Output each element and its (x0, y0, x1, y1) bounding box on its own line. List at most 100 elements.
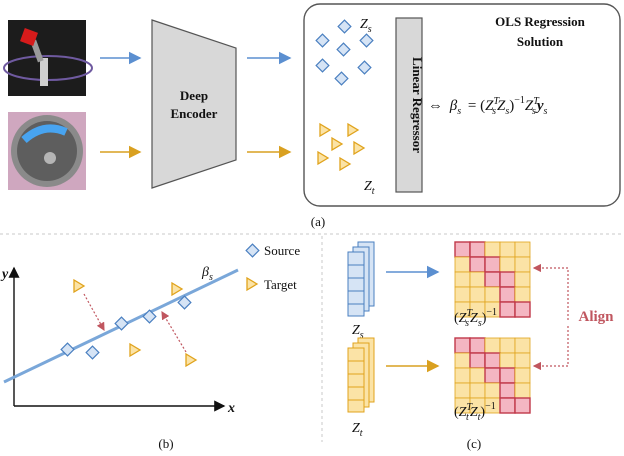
matrix-cell-highlighted (454, 337, 471, 354)
source-point (114, 316, 129, 331)
caption-b: (b) (158, 436, 173, 451)
encoder-label-line2: Encoder (171, 106, 218, 121)
matrix-cell-highlighted (514, 397, 531, 414)
target-triangle (353, 140, 366, 156)
legend-source-label: Source (264, 243, 300, 258)
source-point (60, 342, 75, 357)
source-diamond (357, 60, 372, 75)
source-covariance-matrix (454, 241, 531, 318)
matrix-cell (499, 256, 516, 273)
zt-stack-label: Zt (352, 421, 363, 439)
source-points (60, 295, 192, 360)
zs-stack-label: Zs (352, 323, 364, 341)
beta-label: βs (201, 265, 213, 283)
matrix-cell (454, 256, 471, 273)
target-triangle (339, 156, 352, 172)
source-diamond (315, 58, 330, 73)
matrix-cell-highlighted (499, 397, 516, 414)
source-point (142, 309, 157, 324)
matrix-cell (454, 352, 471, 369)
align-arrow-top (532, 263, 569, 320)
matrix-cell-highlighted (469, 337, 486, 354)
matrix-cell (514, 241, 531, 258)
legend-source-marker (245, 243, 260, 258)
encoder-label-line1: Deep (180, 88, 208, 103)
source-diamond (315, 33, 330, 48)
matrix-cell (469, 271, 486, 288)
source-point (177, 295, 192, 310)
caption-c: (c) (467, 436, 481, 451)
matrix-cell-highlighted (484, 271, 501, 288)
matrix-cell (454, 382, 471, 399)
matrix-cell-highlighted (499, 382, 516, 399)
zt-label: Zt (364, 179, 375, 197)
matrix-cell-highlighted (499, 286, 516, 303)
matrix-cell-highlighted (469, 352, 486, 369)
input-image-robot-arm (3, 20, 93, 96)
matrix-cell (469, 367, 486, 384)
panel-b: y x βs Source Target (b) (0, 243, 300, 451)
linear-regressor-label: Linear Regressor (410, 57, 425, 153)
matrix-cell-highlighted (499, 367, 516, 384)
matrix-cell-highlighted (514, 301, 531, 318)
target-point (171, 281, 184, 297)
matrix-cell (499, 352, 516, 369)
zt-feature-stack (347, 337, 375, 413)
matrix-cell-highlighted (454, 241, 471, 258)
matrix-cell (469, 286, 486, 303)
matrix-cell (514, 382, 531, 399)
target-point (129, 342, 142, 358)
matrix-cell (514, 256, 531, 273)
matrix-cell-highlighted (499, 301, 516, 318)
matrix-cell (514, 286, 531, 303)
x-axis-label: x (227, 401, 235, 416)
source-diamond (336, 42, 351, 57)
matrix-cell (454, 286, 471, 303)
caption-a: (a) (311, 214, 325, 229)
ols-title-line2: Solution (517, 34, 564, 49)
source-features (315, 19, 374, 86)
target-point (185, 352, 198, 368)
matrix-cell (454, 271, 471, 288)
target-point (73, 278, 86, 294)
shift-arrow (83, 293, 105, 332)
align-arrow-bottom (532, 326, 569, 371)
matrix-cell-highlighted (469, 256, 486, 273)
matrix-cell-highlighted (484, 367, 501, 384)
matrix-cell-highlighted (484, 256, 501, 273)
align-label: Align (578, 309, 614, 325)
zs-label: Zs (360, 17, 372, 35)
matrix-cell (484, 286, 501, 303)
panel-a: Deep Encoder Zs Zt Line (3, 3, 621, 229)
matrix-cell (469, 382, 486, 399)
matrix-cell-highlighted (499, 271, 516, 288)
legend-target-label: Target (264, 277, 297, 292)
source-point (85, 345, 100, 360)
target-features (317, 122, 366, 172)
target-points (73, 278, 198, 368)
matrix-cell (484, 337, 501, 354)
ols-title-line1: OLS Regression (495, 14, 585, 29)
linear-regressor-block (395, 17, 423, 193)
matrix-cell (514, 337, 531, 354)
matrix-cell (454, 367, 471, 384)
source-diamond (334, 71, 349, 86)
shift-arrow (161, 310, 187, 353)
source-diamond (337, 19, 352, 34)
target-triangle (331, 136, 344, 152)
matrix-cell-highlighted (469, 241, 486, 258)
deep-encoder-block (151, 19, 237, 189)
regression-box (303, 3, 621, 207)
input-image-arena (8, 112, 86, 190)
y-axis-label: y (0, 267, 9, 282)
target-triangle (319, 122, 332, 138)
matrix-cell (499, 241, 516, 258)
target-covariance-matrix (454, 337, 531, 414)
matrix-cell (484, 241, 501, 258)
matrix-cell (514, 271, 531, 288)
